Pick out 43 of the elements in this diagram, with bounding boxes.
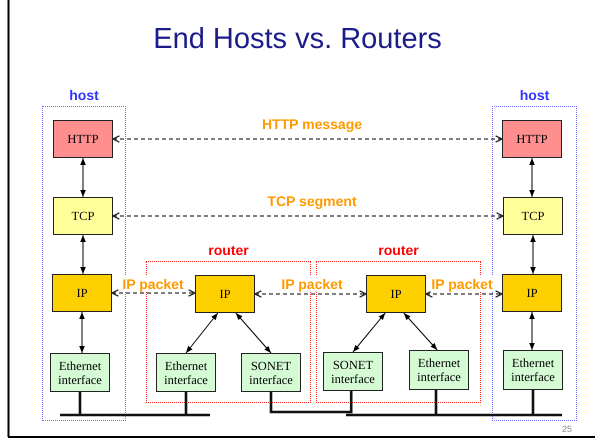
edge-label: IP packet bbox=[430, 276, 494, 292]
arrow bbox=[80, 234, 86, 274]
arrow bbox=[530, 234, 536, 274]
page-number: 25 bbox=[562, 424, 572, 434]
layer-box: Ethernet interface bbox=[409, 350, 469, 390]
edge-label: IP packet bbox=[280, 276, 344, 292]
layer-box: IP bbox=[52, 274, 112, 312]
layer-box: IP bbox=[502, 274, 562, 312]
arrow bbox=[403, 312, 438, 350]
arrow bbox=[79, 312, 85, 354]
layer-box: Ethernet interface bbox=[156, 353, 216, 392]
layer-box: IP bbox=[195, 275, 255, 313]
edge-label: HTTP message bbox=[260, 116, 364, 132]
group-label: host bbox=[518, 87, 550, 103]
layer-box: TCP bbox=[503, 197, 563, 235]
network-link bbox=[58, 390, 212, 416]
arrow bbox=[80, 158, 86, 198]
layer-box: HTTP bbox=[53, 120, 113, 158]
dashed-arrow bbox=[254, 290, 367, 298]
arrow bbox=[352, 312, 386, 352]
layer-box: Ethernet interface bbox=[50, 353, 110, 392]
network-link bbox=[270, 391, 352, 414]
dashed-arrow bbox=[112, 212, 504, 220]
dashed-arrow bbox=[111, 289, 196, 297]
arrow bbox=[235, 312, 272, 354]
dashed-arrow bbox=[425, 290, 503, 298]
arrow bbox=[529, 312, 535, 350]
layer-box: SONET interface bbox=[241, 353, 301, 392]
dashed-arrow bbox=[112, 135, 503, 143]
group-label: router bbox=[207, 242, 250, 258]
slide-title: End Hosts vs. Routers bbox=[152, 22, 443, 56]
layer-box: HTTP bbox=[502, 120, 562, 158]
group-label: host bbox=[68, 87, 100, 103]
edge-label: IP packet bbox=[121, 276, 185, 292]
network-link bbox=[344, 388, 564, 416]
arrow bbox=[186, 312, 218, 354]
arrow bbox=[529, 158, 535, 198]
layer-box: TCP bbox=[53, 197, 113, 235]
edge-label: TCP segment bbox=[266, 193, 358, 209]
group-label: router bbox=[377, 242, 420, 258]
layer-box: SONET interface bbox=[323, 352, 383, 391]
layer-box: Ethernet interface bbox=[503, 350, 563, 390]
layer-box: IP bbox=[366, 275, 426, 313]
